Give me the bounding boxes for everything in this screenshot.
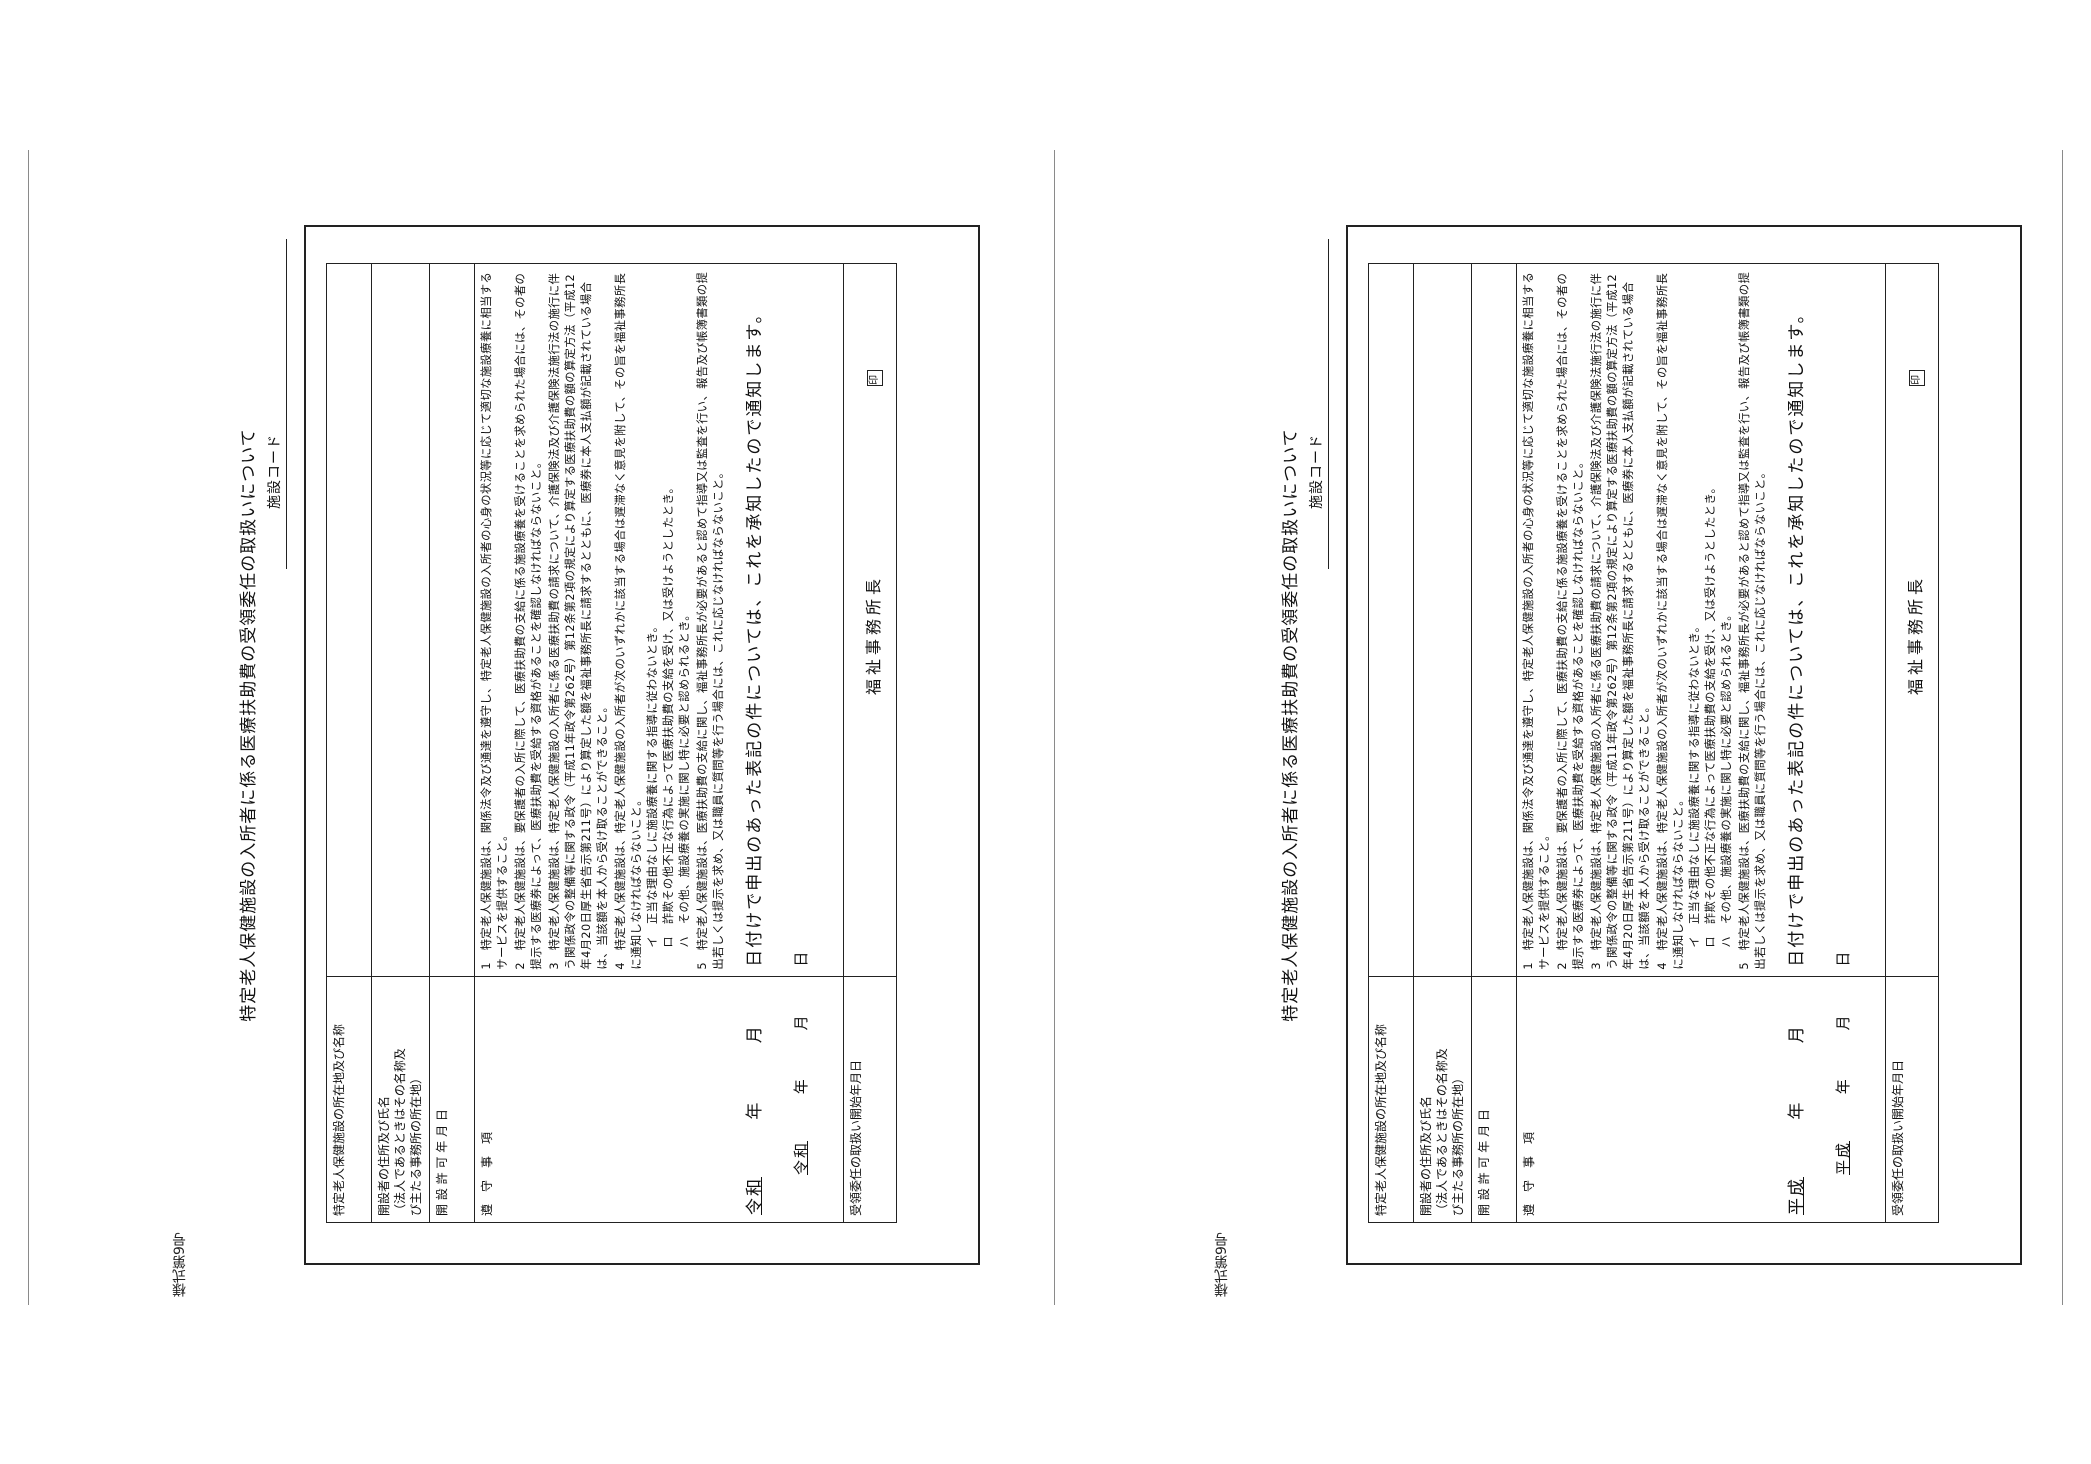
- rule-item: 2 特定老人保健施設は、要保護者の入所に際して、医療扶助費の支給に係る施設療養を…: [1555, 272, 1585, 970]
- rule-item: 3 特定老人保健施設は、特定老人保健施設の入所者に係る医療扶助費の請求について、…: [547, 272, 609, 970]
- founder-label: 開設者の住所及び氏名 （法人であるときはその名称及 び主たる事務所の所在地）: [1413, 976, 1472, 1223]
- facility-name-value: [1368, 263, 1414, 977]
- seal-mark: 印: [866, 369, 883, 386]
- rule-item: 3 特定老人保健施設は、特定老人保健施設の入所者に係る医療扶助費の請求について、…: [1589, 272, 1651, 970]
- start-date-label: 受領委任の取扱い開始年月日: [843, 976, 897, 1223]
- era-label: 平成: [1787, 1177, 1807, 1215]
- form-page-right: 特定老人保健施設の入所者に係る医療扶助費の受領委任の取扱いについて 施設コード …: [1262, 175, 2042, 1275]
- rules-label: 遵 守 事 項: [474, 976, 844, 1223]
- director-line: 福祉事務所長 印: [860, 369, 884, 695]
- notice-date: 令和 年 月 日: [792, 949, 810, 1175]
- rules-value: 1 特定老人保健施設は、関係法令及び通達を遵守し、特定老人保健施設の入所者の心身…: [474, 263, 844, 977]
- director-line: 福祉事務所長 印: [1902, 369, 1926, 695]
- sub-rule-item: イ 正当な理由なしに施設療養に関する指導に従わないとき。: [645, 620, 659, 948]
- rule-item: 5 特定老人保健施設は、医療扶助費の支給に関し、福祉事務所長が必要があると認めて…: [1737, 271, 1767, 970]
- sub-rule-item: ロ 詐欺その他不正な行為によって医療扶助費の支給を受け、又は受けようとしたとき。: [1703, 481, 1717, 948]
- founder-value: [1413, 263, 1472, 977]
- form-page-left: 特定老人保健施設の入所者に係る医療扶助費の受領委任の取扱いについて 施設コード …: [220, 175, 1000, 1275]
- facility-name-label: 特定老人保健施設の所在地及び名称: [326, 976, 372, 1223]
- sub-rule-list: イ 正当な理由なしに施設療養に関する指導に従わないとき。 ロ 詐欺その他不正な行…: [1687, 270, 1735, 970]
- rule-item: 5 特定老人保健施設は、医療扶助費の支給に関し、福祉事務所長が必要があると認めて…: [695, 271, 725, 970]
- facility-name-label: 特定老人保健施設の所在地及び名称: [1368, 976, 1414, 1223]
- rule-item: 1 特定老人保健施設は、関係法令及び通達を遵守し、特定老人保健施設の入所者の心身…: [1521, 271, 1551, 970]
- rule-item: 4 特定老人保健施設は、特定老人保健施設の入所者が次のいずれかに該当する場合は遅…: [1655, 270, 1735, 970]
- page-divider: [1054, 150, 1055, 1305]
- notice-date: 平成 年 月 日: [1834, 949, 1852, 1175]
- facility-code: 施設コード: [1306, 239, 1329, 569]
- form-title: 特定老人保健施設の入所者に係る医療扶助費の受領委任の取扱いについて: [1281, 428, 1301, 1022]
- rule-item: 4 特定老人保健施設は、特定老人保健施設の入所者が次のいずれかに該当する場合は遅…: [613, 270, 693, 970]
- permit-date-value: [429, 263, 475, 977]
- permit-date-label: 開 設 許 可 年 月 日: [429, 976, 475, 1223]
- era-label: 令和: [745, 1177, 765, 1215]
- start-date-label: 受領委任の取扱い開始年月日: [1885, 976, 1939, 1223]
- acceptance-line: 令和 年 月 日付けで申出のあった表記の件については、これを承知したので通知しま…: [740, 255, 765, 1215]
- sub-rule-item: イ 正当な理由なしに施設療養に関する指導に従わないとき。: [1687, 620, 1701, 948]
- form-number-right: 様式第9号: [1214, 1232, 1230, 1298]
- sub-rule-item: ハ その他、施設療養の実施に関し特に必要と認められるとき。: [677, 608, 691, 948]
- sub-rule-item: ハ その他、施設療養の実施に関し特に必要と認められるとき。: [1719, 608, 1733, 948]
- facility-code: 施設コード: [264, 239, 287, 569]
- page-edge-right: [2062, 150, 2063, 1305]
- permit-date-label: 開 設 許 可 年 月 日: [1471, 976, 1517, 1223]
- acceptance-text: 日付けで申出のあった表記の件については、これを承知したので通知します。: [745, 304, 765, 967]
- rule-list: 1 特定老人保健施設は、関係法令及び通達を遵守し、特定老人保健施設の入所者の心身…: [1521, 270, 1769, 970]
- form-title: 特定老人保健施設の入所者に係る医療扶助費の受領委任の取扱いについて: [239, 428, 259, 1022]
- sub-rule-item: ロ 詐欺その他不正な行為によって医療扶助費の支給を受け、又は受けようとしたとき。: [661, 481, 675, 948]
- seal-mark: 印: [1908, 369, 1925, 386]
- page-edge-left: [28, 150, 29, 1305]
- form-number-left: 様式第9号: [172, 1232, 188, 1298]
- rules-label: 遵 守 事 項: [1516, 976, 1886, 1223]
- permit-date-value: [1471, 263, 1517, 977]
- acceptance-line: 平成 年 月 日付けで申出のあった表記の件については、これを承知したので通知しま…: [1782, 255, 1807, 1215]
- rules-value: 1 特定老人保健施設は、関係法令及び通達を遵守し、特定老人保健施設の入所者の心身…: [1516, 263, 1886, 977]
- founder-label: 開設者の住所及び氏名 （法人であるときはその名称及 び主たる事務所の所在地）: [371, 976, 430, 1223]
- rule-list: 1 特定老人保健施設は、関係法令及び通達を遵守し、特定老人保健施設の入所者の心身…: [479, 270, 727, 970]
- facility-name-value: [326, 263, 372, 977]
- director-title: 福祉事務所長: [864, 574, 883, 695]
- founder-value: [371, 263, 430, 977]
- director-title: 福祉事務所長: [1906, 574, 1925, 695]
- rule-item: 2 特定老人保健施設は、要保護者の入所に際して、医療扶助費の支給に係る施設療養を…: [513, 272, 543, 970]
- sub-rule-list: イ 正当な理由なしに施設療養に関する指導に従わないとき。 ロ 詐欺その他不正な行…: [645, 270, 693, 970]
- acceptance-text: 日付けで申出のあった表記の件については、これを承知したので通知します。: [1787, 304, 1807, 967]
- rule-item: 1 特定老人保健施設は、関係法令及び通達を遵守し、特定老人保健施設の入所者の心身…: [479, 271, 509, 970]
